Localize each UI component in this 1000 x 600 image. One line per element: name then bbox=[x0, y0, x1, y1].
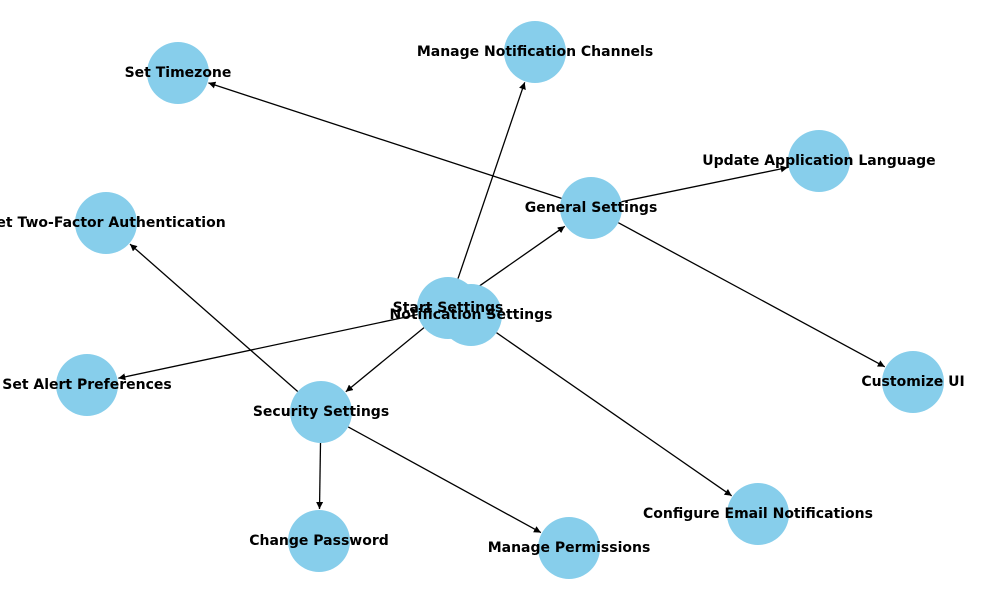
edges-layer bbox=[118, 81, 886, 534]
nodes-layer bbox=[56, 21, 944, 579]
node-label-notification: Notification Settings bbox=[390, 307, 553, 323]
node-label-language: Update Application Language bbox=[702, 153, 935, 169]
edge-general-to-customize bbox=[617, 222, 886, 368]
edge-start-to-general bbox=[473, 225, 566, 291]
node-twofactor bbox=[75, 192, 137, 254]
node-permissions bbox=[538, 517, 600, 579]
node-label-start: Start Settings bbox=[393, 300, 504, 316]
node-label-security: Security Settings bbox=[253, 404, 389, 420]
edge-start-to-security bbox=[345, 327, 425, 393]
edge-start-to-channels bbox=[457, 82, 526, 279]
node-label-permissions: Manage Permissions bbox=[488, 540, 651, 556]
node-language bbox=[788, 130, 850, 192]
node-customize bbox=[882, 351, 944, 413]
edge-start-to-alerts bbox=[118, 313, 418, 381]
node-email bbox=[727, 483, 789, 545]
node-label-alerts: Set Alert Preferences bbox=[2, 377, 171, 393]
edge-security-to-permissions bbox=[347, 426, 542, 534]
node-general bbox=[560, 177, 622, 239]
node-label-twofactor: Set Two-Factor Authentication bbox=[0, 215, 226, 231]
edge-security-to-password bbox=[316, 442, 324, 510]
edge-notification-to-email bbox=[496, 332, 733, 497]
node-label-password: Change Password bbox=[249, 533, 389, 549]
edge-general-to-language bbox=[621, 165, 788, 203]
node-alerts bbox=[56, 354, 118, 416]
node-label-timezone: Set Timezone bbox=[125, 65, 232, 81]
edge-security-to-twofactor bbox=[129, 243, 299, 392]
node-label-general: General Settings bbox=[525, 200, 658, 216]
node-label-customize: Customize UI bbox=[861, 374, 964, 390]
edge-general-to-timezone bbox=[208, 81, 562, 200]
node-password bbox=[288, 510, 350, 572]
node-security bbox=[290, 381, 352, 443]
node-notification bbox=[440, 284, 502, 346]
node-label-channels: Manage Notification Channels bbox=[417, 44, 653, 60]
node-timezone bbox=[147, 42, 209, 104]
node-label-email: Configure Email Notifications bbox=[643, 506, 873, 522]
node-channels bbox=[504, 21, 566, 83]
